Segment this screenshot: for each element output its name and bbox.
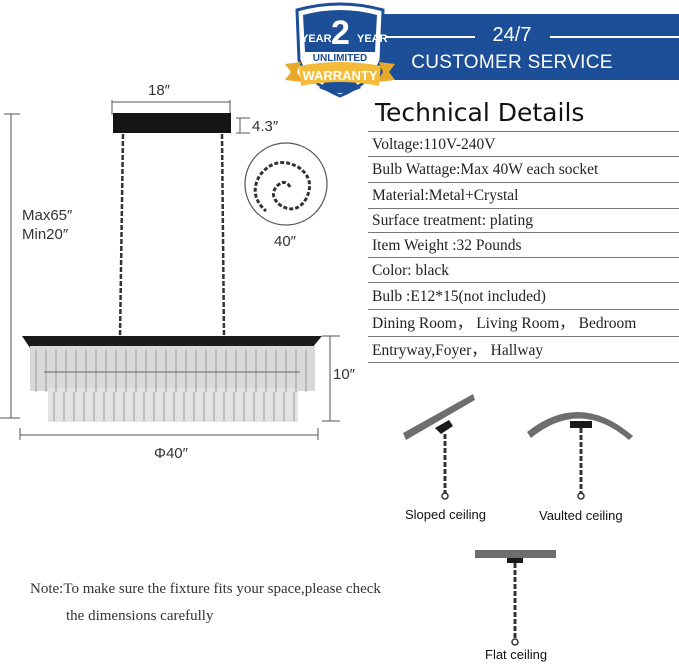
shield-icon	[285, 2, 395, 98]
sloped-ceiling-icon	[403, 394, 475, 440]
hanging-min-label: Min20″	[22, 226, 69, 243]
ceiling-types-illustration	[403, 394, 633, 500]
badge-unlimited: UNLIMITED	[312, 53, 368, 64]
chain-length-label: 40″	[274, 233, 296, 250]
chain-right-icon	[220, 133, 226, 338]
canopy-height-label: 4.3″	[252, 118, 279, 135]
canopy-icon	[113, 113, 231, 133]
banner-24-7: 24/7	[492, 24, 532, 46]
banner-customer-service: CUSTOMER SERVICE	[411, 52, 613, 73]
flat-ceiling-illustration	[475, 550, 556, 646]
body-height-label: 10″	[333, 366, 355, 383]
vaulted-ceiling-label: Vaulted ceiling	[539, 508, 623, 523]
sloped-ceiling-label: Sloped ceiling	[405, 507, 486, 522]
technical-details-table: Voltage:110V-240V Bulb Wattage:Max 40W e…	[368, 131, 679, 363]
tech-row-surface: Surface treatment: plating	[368, 208, 679, 232]
badge-number: 2	[331, 14, 350, 52]
tech-row-rooms-1: Dining Room， Living Room， Bedroom	[368, 309, 679, 336]
tech-row-wattage: Bulb Wattage:Max 40W each socket	[368, 156, 679, 182]
badge-year-left: YEAR	[301, 33, 332, 45]
vaulted-ceiling-icon	[527, 411, 633, 440]
badge-year-right: YEAR	[357, 33, 388, 45]
banner-divider-right	[550, 36, 679, 38]
customer-service-banner: 24/7 CUSTOMER SERVICE	[345, 14, 679, 80]
tech-row-weight: Item Weight :32 Pounds	[368, 232, 679, 257]
note-line-1: Note:To make sure the fixture fits your …	[30, 581, 381, 597]
coiled-chain-icon	[253, 161, 312, 213]
technical-details-title: Technical Details	[375, 98, 585, 127]
tech-row-voltage: Voltage:110V-240V	[368, 131, 679, 156]
chain-left-icon	[118, 133, 125, 338]
flat-ceiling-label: Flat ceiling	[485, 647, 548, 662]
note-line-2: the dimensions carefully	[66, 608, 214, 624]
body-length-label: Φ40″	[154, 445, 188, 462]
banner-divider-left	[385, 36, 475, 38]
badge-warranty: WARRANTY	[302, 68, 378, 83]
hanging-max-label: Max65″	[22, 207, 73, 224]
canopy-width-label: 18″	[148, 82, 170, 99]
tech-row-color: Color: black	[368, 257, 679, 282]
tech-row-material: Material:Metal+Crystal	[368, 182, 679, 208]
chandelier-illustration	[0, 100, 340, 440]
tech-row-bulb: Bulb :E12*15(not included)	[368, 282, 679, 309]
tech-row-rooms-2: Entryway,Foyer， Hallway	[368, 336, 679, 363]
warranty-badge: YEAR 2 YEAR UNLIMITED WARRANTY	[285, 2, 395, 98]
flat-ceiling-icon	[475, 550, 556, 558]
